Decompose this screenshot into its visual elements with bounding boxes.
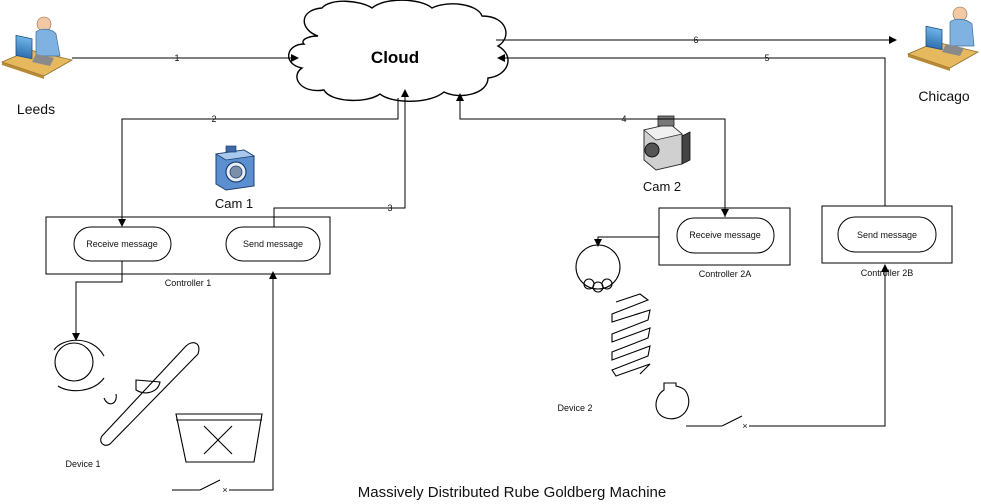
flow-5-arrow	[497, 54, 886, 206]
device-2-trigger-arrow	[594, 236, 659, 247]
device-1-mechanism	[53, 339, 263, 463]
chicago-user-icon	[906, 6, 980, 71]
device-2-label: Device 2	[557, 403, 592, 413]
controller-2b-send-label: Send message	[857, 230, 917, 240]
flow-3-arrow	[273, 89, 409, 227]
device-2-mechanism	[575, 244, 690, 420]
flow-2-arrow	[118, 98, 399, 227]
device-1-switch: ×	[172, 479, 228, 495]
device-2-feedback-arrow	[749, 264, 889, 427]
controller-2a-label: Controller 2A	[699, 269, 752, 279]
controller-2b-label: Controller 2B	[861, 268, 914, 278]
device-1-trigger-arrow	[72, 261, 123, 341]
controller-2a-receive-label: Receive message	[689, 230, 761, 240]
controller-2a-receive-node	[676, 217, 775, 254]
flow-2-label: 2	[211, 114, 216, 124]
diagram-title: Massively Distributed Rube Goldberg Mach…	[358, 484, 666, 501]
flow-3-label: 3	[387, 203, 392, 213]
flow-4-arrow-down	[700, 118, 729, 217]
cam2-label: Cam 2	[643, 179, 681, 194]
camera-icon	[214, 145, 256, 191]
device-1-label: Device 1	[65, 459, 100, 469]
chicago-label: Chicago	[918, 88, 970, 104]
controller-2b-send-node	[837, 216, 937, 253]
cloud-shape	[288, 0, 509, 102]
controller-1-receive-label: Receive message	[86, 239, 158, 249]
leeds-user-icon	[0, 16, 74, 79]
cloud-label: Cloud	[371, 48, 419, 67]
device-1-feedback-arrow	[229, 271, 277, 491]
leeds-label: Leeds	[17, 101, 55, 117]
controller-1-send-label: Send message	[243, 239, 303, 249]
video-camera-icon	[643, 115, 691, 171]
flow-4-label: 4	[621, 114, 626, 124]
controller-1-send-node	[225, 226, 321, 262]
svg-text:×: ×	[222, 485, 227, 495]
device-2-switch: ×	[686, 415, 748, 431]
svg-text:×: ×	[742, 421, 747, 431]
flow-6-label: 6	[693, 35, 698, 45]
flow-5-label: 5	[764, 53, 769, 63]
cam1-label: Cam 1	[215, 196, 253, 211]
flow-1-label: 1	[174, 53, 179, 63]
controller-1-label: Controller 1	[165, 278, 212, 288]
